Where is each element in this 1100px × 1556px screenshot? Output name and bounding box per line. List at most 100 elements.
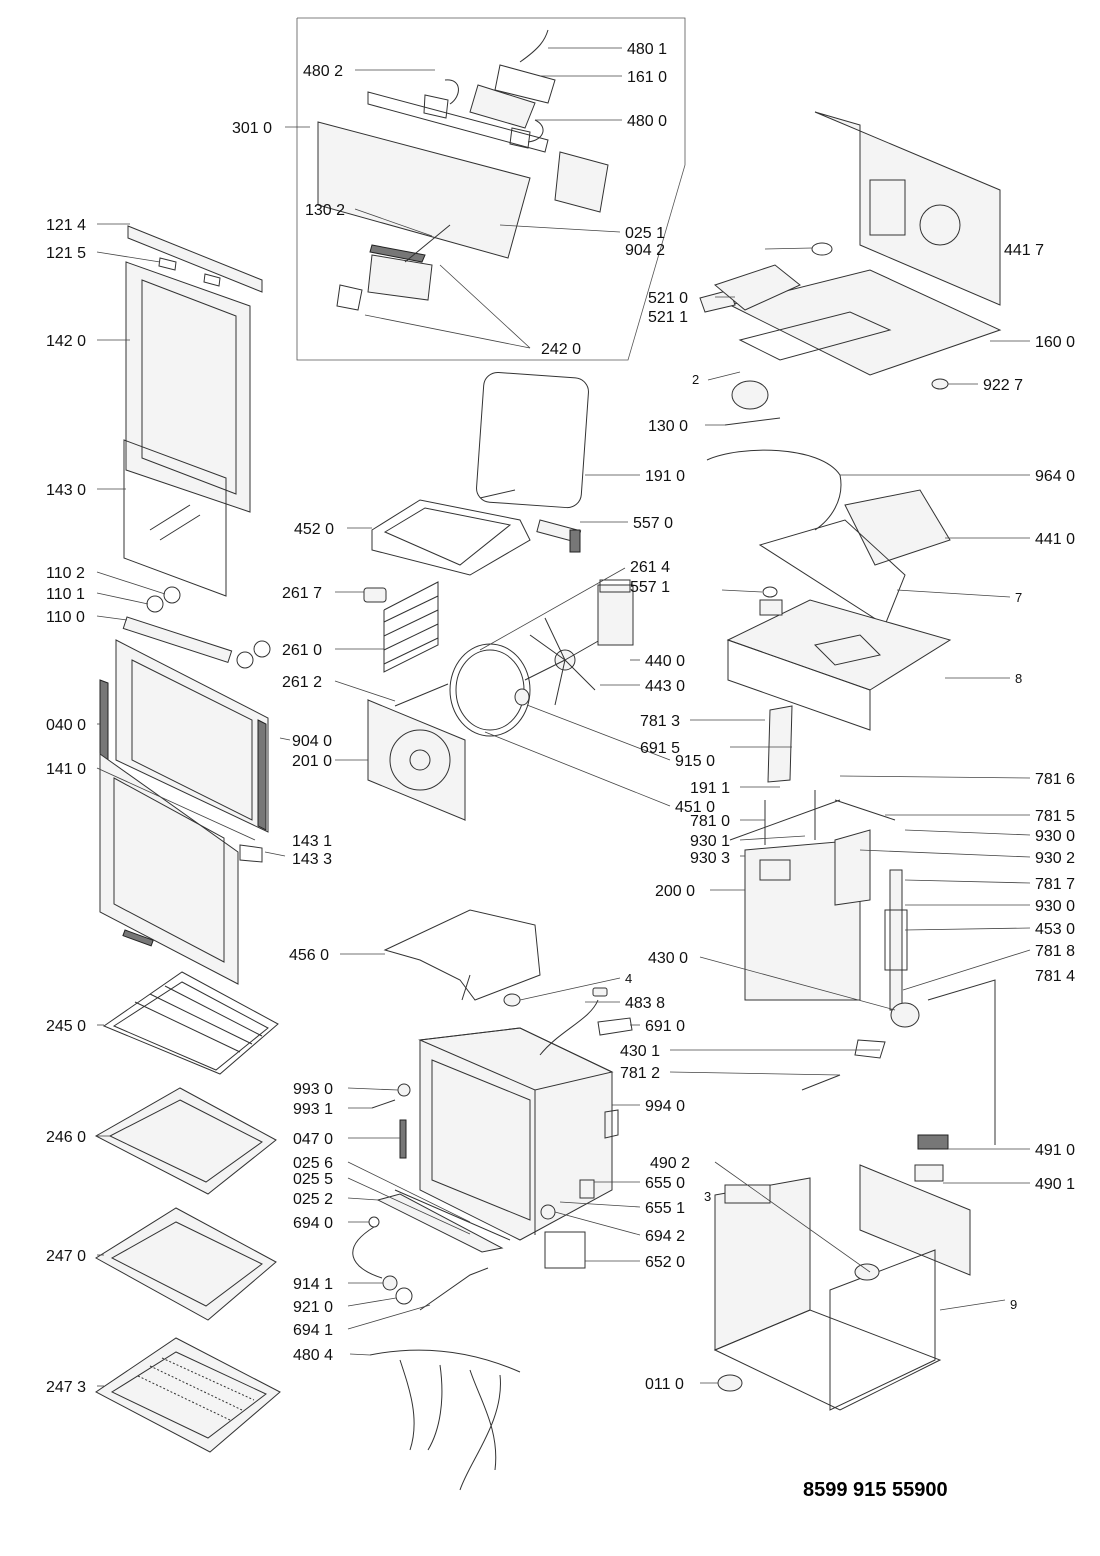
callout-993-0: 993 0 [293,1081,333,1098]
callout-261-2: 261 2 [282,674,322,691]
control-board-drawing [713,264,801,311]
callout-4: 4 [625,971,632,986]
callout-121-4: 121 4 [46,217,86,234]
callout-781-0: 781 0 [690,813,730,830]
callout-labels: 480 1 480 2 161 0 301 0 480 0 121 4 121 … [46,41,1075,1396]
callout-781-5: 781 5 [1035,808,1075,825]
callout-781-8: 781 8 [1035,943,1075,960]
oven-lamp-drawing [352,1179,595,1311]
callout-191-0: 191 0 [645,468,685,485]
door-glass-inner-drawing [125,261,251,513]
callout-191-1: 191 1 [690,780,730,797]
tray-perforated-drawing [95,1337,281,1453]
callout-655-1: 655 1 [645,1200,685,1217]
callout-245-0: 245 0 [46,1018,86,1035]
callout-430-1: 430 1 [620,1043,660,1060]
callout-781-3: 781 3 [640,713,680,730]
top-panel-drawing [699,111,1002,376]
shelf-guides-drawing [363,581,449,707]
callout-201-0: 201 0 [292,753,332,770]
callout-691-5: 691 5 [640,740,680,757]
callout-040-0: 040 0 [46,717,86,734]
thermostat-bracket-drawing [759,586,783,616]
callout-914-1: 914 1 [293,1276,333,1293]
callout-521-0: 521 0 [648,290,688,307]
cooling-fan-drawing [724,242,949,426]
callout-904-0: 904 0 [292,733,332,750]
fan-cover-drawing [367,699,466,821]
door-frame-drawing [99,639,269,985]
callout-490-2: 490 2 [650,1155,690,1172]
callout-047-0: 047 0 [293,1131,333,1148]
callout-9: 9 [1010,1297,1017,1312]
short-pipe-drawing [801,1074,841,1091]
callout-557-1: 557 1 [630,579,670,596]
callout-143-3: 143 3 [292,851,332,868]
callout-110-0: 110 0 [46,609,85,626]
bottom-plate-drawing [726,599,952,731]
callout-521-1: 521 1 [648,309,688,326]
callout-025-2: 025 2 [293,1191,333,1208]
oven-gasket-drawing [476,371,589,509]
callout-694-0: 694 0 [293,1215,333,1232]
connector-drawing [914,1164,944,1182]
callout-160-0: 160 0 [1035,334,1075,351]
callout-694-2: 694 2 [645,1228,685,1245]
tray-shallow-drawing [94,1087,277,1195]
callout-261-0: 261 0 [282,642,322,659]
callout-143-1: 143 1 [292,833,332,850]
callout-8: 8 [1015,671,1022,686]
callout-930-1: 930 1 [690,833,730,850]
duct-tube-drawing [706,449,842,531]
lower-heating-element-drawing [383,909,541,1001]
mains-cable-drawing [503,987,608,1056]
callout-655-0: 655 0 [645,1175,685,1192]
air-ducts-drawing [729,705,896,845]
callout-490-1: 490 1 [1035,1176,1075,1193]
callout-441-7: 441 7 [1004,242,1044,259]
callout-930-2: 930 2 [1035,850,1075,867]
callout-480-1: 480 1 [627,41,667,58]
oven-cavity-drawing [418,1027,619,1241]
cooling-unit-drawing [758,489,951,626]
callout-452-0: 452 0 [294,521,334,538]
fan-blade-drawing [524,617,601,706]
callout-994-0: 994 0 [645,1098,685,1115]
grill-element-drawing [371,489,531,576]
callout-781-7: 781 7 [1035,876,1075,893]
callout-246-0: 246 0 [46,1129,86,1146]
callout-694-1: 694 1 [293,1322,333,1339]
wiring-harness-drawing [369,1349,521,1491]
callout-691-0: 691 0 [645,1018,685,1035]
callout-130-2: 130 2 [305,202,345,219]
callout-993-1: 993 1 [293,1101,333,1118]
callout-200-0: 200 0 [655,883,695,900]
callout-781-2: 781 2 [620,1065,660,1082]
callout-130-0: 130 0 [648,418,688,435]
motor-bracket-drawing [854,1039,886,1059]
wire-rack-drawing [102,971,279,1075]
terminal-block-drawing [917,1134,949,1150]
callout-480-2: 480 2 [303,63,343,80]
spacer-drawing [514,688,530,706]
control-panel-drawing [317,29,609,311]
callout-242-0: 242 0 [541,341,581,358]
door-trim-drawing [127,225,263,293]
small-brackets-drawing [371,1017,633,1159]
door-bottom-strip-drawing [376,1189,511,1253]
callout-557-0: 557 0 [633,515,673,532]
callout-456-0: 456 0 [289,947,329,964]
callout-161-0: 161 0 [627,69,667,86]
callout-430-0: 430 0 [648,950,688,967]
callout-480-4: 480 4 [293,1347,333,1364]
callout-441-0: 441 0 [1035,531,1075,548]
callout-7: 7 [1015,590,1022,605]
callout-110-1: 110 1 [46,586,85,603]
door-small-parts-drawing [122,586,271,669]
callout-110-2: 110 2 [46,565,85,582]
callout-480-0: 480 0 [627,113,667,130]
leader-lines [96,47,1031,1387]
callout-025-6: 025 6 [293,1155,333,1172]
door-glass-middle-drawing [123,439,227,597]
callout-3: 3 [704,1189,711,1204]
